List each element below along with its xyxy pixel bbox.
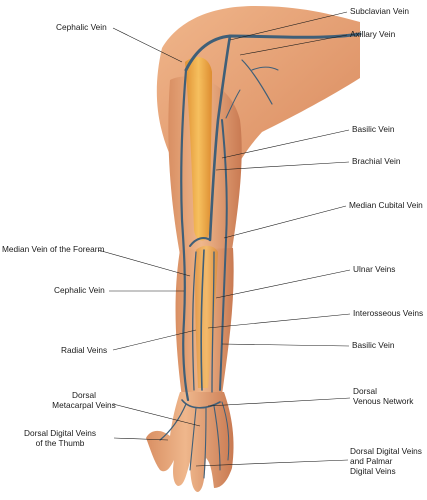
label-dorsal-metacarpal-veins: Dorsal Metacarpal Veins <box>52 390 116 410</box>
label-dorsal-metacarpal-line2: Metacarpal Veins <box>52 400 116 410</box>
label-median-vein-forearm: Median Vein of the Forearm <box>2 244 105 254</box>
label-subclavian-vein: Subclavian Vein <box>350 6 410 16</box>
label-dorsal-digital-thumb-line1: Dorsal Digital Veins <box>24 428 96 438</box>
label-cephalic-vein-top: Cephalic Vein <box>56 22 107 32</box>
label-ulnar-veins: Ulnar Veins <box>353 264 396 274</box>
label-basilic-vein-low: Basilic Vein <box>352 340 395 350</box>
veins <box>159 32 362 479</box>
label-basilic-vein-top: Basilic Vein <box>352 124 395 134</box>
label-median-cubital-vein: Median Cubital Vein <box>349 200 423 210</box>
hand <box>146 392 234 492</box>
label-dorsal-digital-palmar: Dorsal Digital Veins and Palmar Digital … <box>350 446 422 476</box>
label-brachial-vein: Brachial Vein <box>352 156 401 166</box>
humerus <box>185 57 212 241</box>
label-dorsal-venous-network: Dorsal Venous Network <box>353 386 413 406</box>
label-axillary-vein: Axillary Vein <box>350 29 396 39</box>
label-dorsal-venous-line1: Dorsal <box>353 386 377 396</box>
label-dorsal-digital-palmar-line1: Dorsal Digital Veins <box>350 446 422 456</box>
label-cephalic-vein-mid: Cephalic Vein <box>54 285 105 295</box>
label-dorsal-digital-palmar-line2: and Palmar <box>350 456 393 466</box>
label-dorsal-digital-thumb: Dorsal Digital Veins of the Thumb <box>5 428 115 448</box>
label-radial-veins: Radial Veins <box>61 345 108 355</box>
label-dorsal-venous-line2: Venous Network <box>353 396 414 406</box>
label-dorsal-digital-thumb-line2: of the Thumb <box>35 438 85 448</box>
label-dorsal-digital-palmar-line3: Digital Veins <box>350 466 396 476</box>
label-interosseous-veins: Interosseous Veins <box>353 308 424 318</box>
leader-lines <box>97 11 351 467</box>
label-dorsal-metacarpal-line1: Dorsal <box>72 390 96 400</box>
